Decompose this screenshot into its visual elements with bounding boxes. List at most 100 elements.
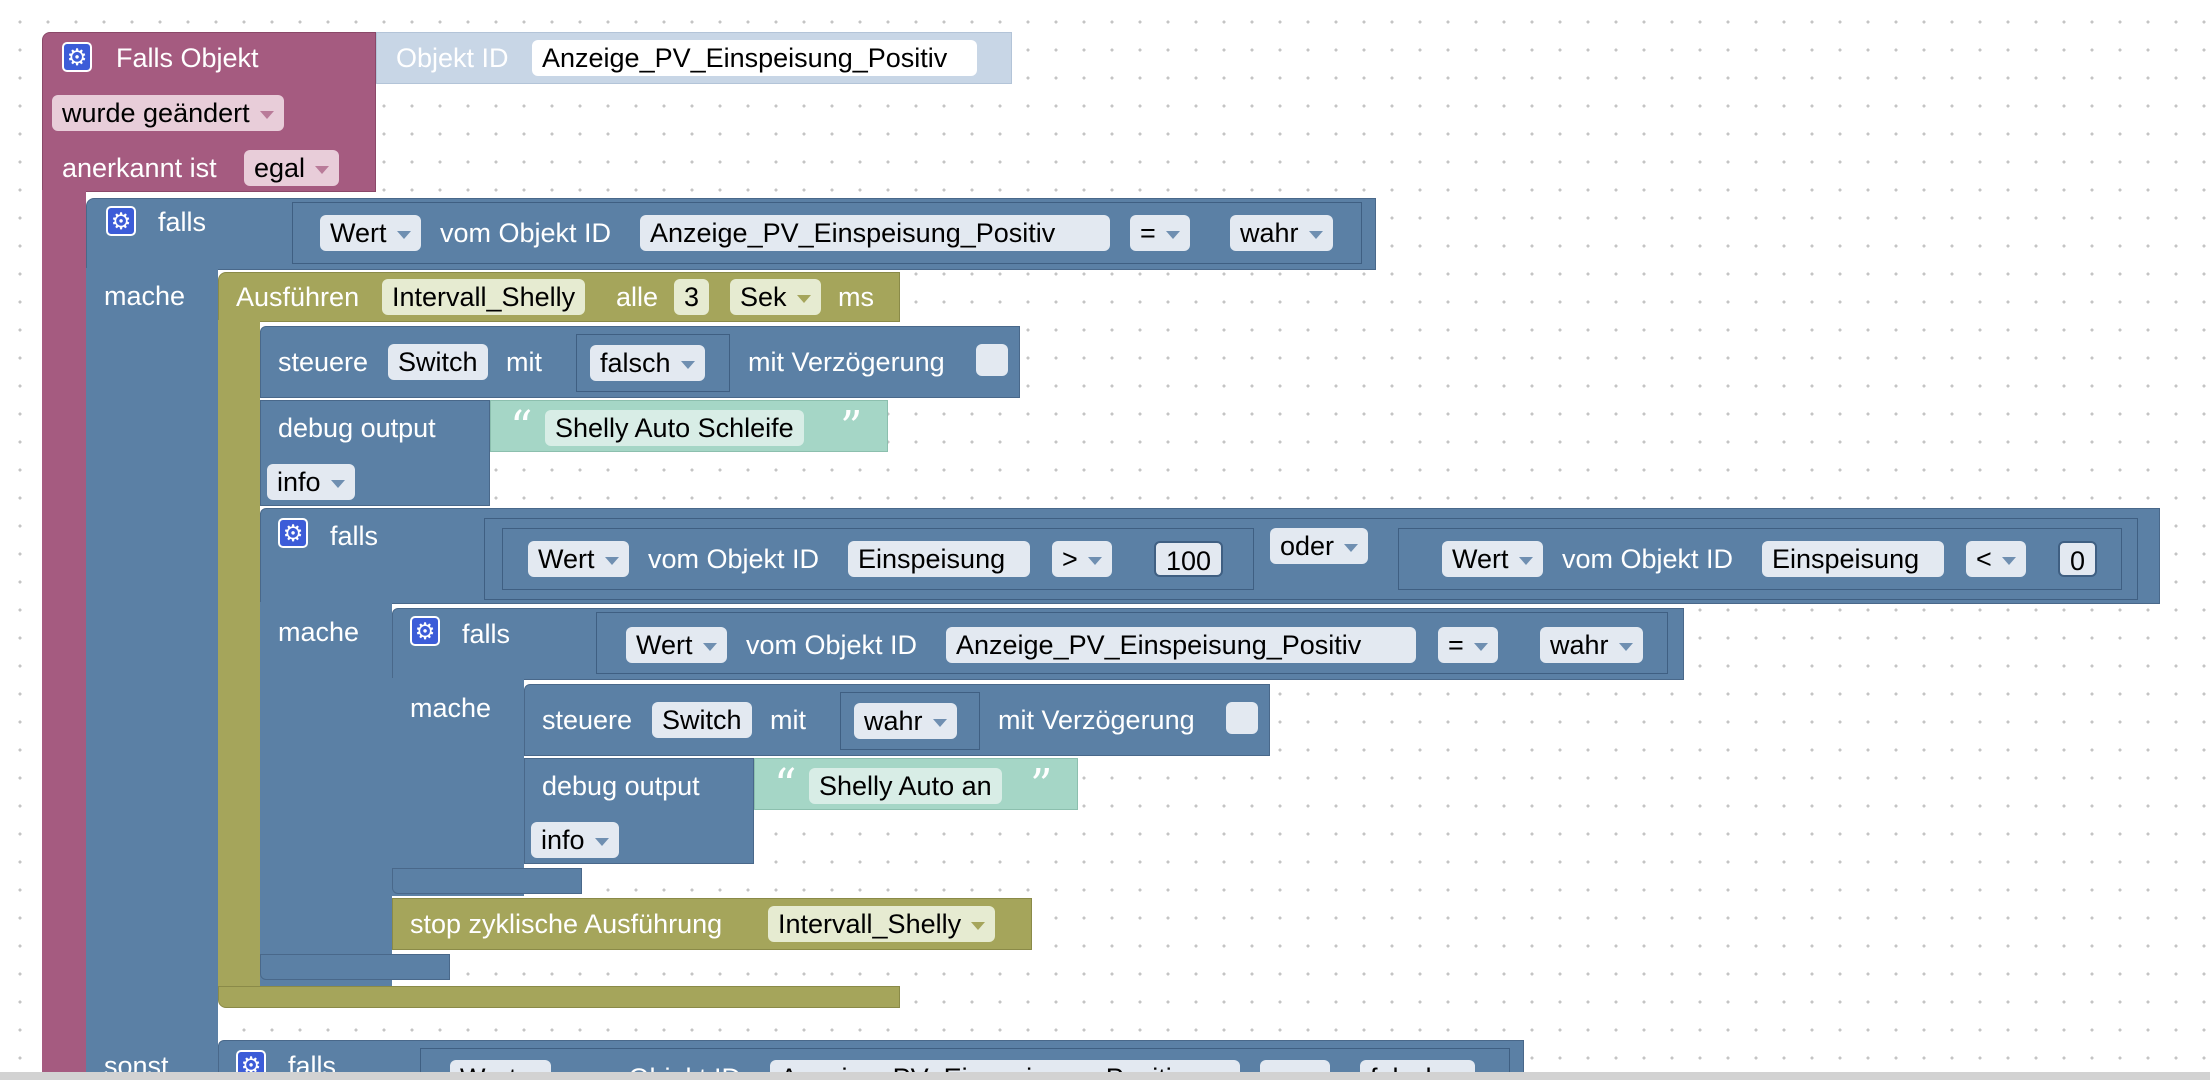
if-block-2-spine: [260, 602, 392, 986]
else-compare-dropdown[interactable]: falsch: [1360, 1060, 1475, 1072]
if3-vom-objekt: vom Objekt ID: [746, 630, 918, 660]
delay-checkbox[interactable]: [1226, 702, 1258, 734]
gear-icon[interactable]: ⚙: [106, 206, 136, 236]
if2-left-wert-dropdown[interactable]: Wert: [528, 541, 629, 577]
control1-target-field[interactable]: Switch: [388, 344, 488, 380]
else-wert-dropdown[interactable]: Wert: [450, 1060, 551, 1072]
interval-alle: alle: [616, 282, 659, 312]
if2-right-object-field[interactable]: Einspeisung: [1762, 541, 1944, 577]
chevron-down-icon: [680, 360, 695, 369]
if1-mache: mache: [104, 281, 186, 311]
object-id-field[interactable]: Anzeige_PV_Einspeisung_Positiv: [532, 40, 978, 76]
if2-left-operator-dropdown[interactable]: >: [1052, 541, 1112, 577]
close-quote-icon: ”: [1030, 760, 1053, 811]
open-quote-icon: “: [510, 402, 533, 453]
interval-unit-dropdown[interactable]: Sek: [730, 279, 821, 315]
if2-footer: [260, 954, 450, 980]
if2-logic-dropdown[interactable]: oder: [1270, 528, 1369, 564]
debug2-text-field[interactable]: Shelly Auto an: [809, 768, 1002, 804]
if2-right-vom-objekt: vom Objekt ID: [1562, 544, 1734, 574]
control2-steuere: steuere: [542, 705, 633, 735]
if3-object-field[interactable]: Anzeige_PV_Einspeisung_Positiv: [946, 627, 1416, 663]
if2-right-wert-dropdown[interactable]: Wert: [1442, 541, 1543, 577]
control2-target-field[interactable]: Switch: [652, 702, 752, 738]
if1-sonst: sonst: [104, 1051, 169, 1072]
interval-ms: ms: [838, 282, 874, 312]
else-vom-objekt: vom Objekt ID: [570, 1060, 741, 1072]
chevron-down-icon: [315, 165, 330, 174]
chevron-down-icon: [604, 556, 619, 565]
if1-object-field[interactable]: Anzeige_PV_Einspeisung_Positiv: [640, 215, 1110, 251]
debug1-text-field[interactable]: Shelly Auto Schleife: [545, 410, 804, 446]
if2-left-vom-objekt: vom Objekt ID: [648, 544, 820, 574]
chevron-down-icon: [1344, 543, 1359, 552]
debug1-level-dropdown[interactable]: info: [267, 464, 355, 500]
control1-value-dropdown[interactable]: falsch: [590, 345, 705, 381]
else-falls: falls: [288, 1051, 337, 1072]
delay-checkbox[interactable]: [976, 344, 1008, 376]
interval-value-field[interactable]: 3: [674, 279, 710, 315]
chevron-down-icon: [396, 230, 411, 239]
control1-delay-label: mit Verzögerung: [748, 347, 945, 377]
interval-name-field[interactable]: Intervall_Shelly: [382, 279, 586, 315]
else-object-field[interactable]: Anzeige_PV_Einspeisung_Positiv: [770, 1060, 1240, 1072]
if1-wert-dropdown[interactable]: Wert: [320, 215, 421, 251]
if-block-3-spine: [392, 678, 524, 896]
if2-left-object-field[interactable]: Einspeisung: [848, 541, 1030, 577]
if1-falls: falls: [158, 207, 207, 237]
if2-right-operator-dropdown[interactable]: <: [1966, 541, 2026, 577]
chevron-down-icon: [796, 294, 811, 303]
control2-value-dropdown[interactable]: wahr: [854, 703, 957, 739]
trigger-change-dropdown[interactable]: wurde geändert: [52, 95, 284, 131]
debug1-label: debug output: [278, 413, 436, 443]
chevron-down-icon: [1308, 230, 1323, 239]
chevron-down-icon: [1473, 642, 1488, 651]
debug2-label: debug output: [542, 771, 700, 801]
chevron-down-icon: [1518, 556, 1533, 565]
if2-right-number-field[interactable]: 0: [2058, 541, 2098, 577]
trigger-title: Falls Objekt: [116, 43, 259, 73]
control1-mit: mit: [506, 347, 542, 377]
if3-mache: mache: [410, 693, 492, 723]
interval-block-footer: [218, 986, 900, 1008]
chevron-down-icon: [932, 718, 947, 727]
stop-name-dropdown[interactable]: Intervall_Shelly: [768, 906, 996, 942]
if3-compare-dropdown[interactable]: wahr: [1540, 627, 1643, 663]
chevron-down-icon: [971, 921, 986, 930]
else-operator-dropdown[interactable]: [1260, 1060, 1330, 1072]
gear-icon[interactable]: ⚙: [278, 518, 308, 548]
gear-icon[interactable]: ⚙: [236, 1050, 266, 1072]
gear-icon[interactable]: ⚙: [62, 42, 92, 72]
trigger-ack-dropdown[interactable]: egal: [244, 150, 340, 186]
if2-left-number-field[interactable]: 100: [1154, 541, 1224, 577]
horizontal-scrollbar[interactable]: [0, 1072, 2210, 1080]
if1-compare-dropdown[interactable]: wahr: [1230, 215, 1333, 251]
control2-mit: mit: [770, 705, 806, 735]
open-quote-icon: “: [774, 760, 797, 811]
chevron-down-icon: [1087, 556, 1102, 565]
trigger-ack-label: anerkannt ist: [62, 153, 217, 183]
chevron-down-icon: [1165, 230, 1180, 239]
if3-footer: [392, 868, 582, 894]
if1-vom-objekt: vom Objekt ID: [440, 218, 612, 248]
if3-operator-dropdown[interactable]: =: [1438, 627, 1498, 663]
if3-falls: falls: [462, 619, 511, 649]
trigger-block-spine: [42, 190, 86, 1072]
debug2-level-dropdown[interactable]: info: [531, 822, 619, 858]
chevron-down-icon: [702, 642, 717, 651]
gear-icon[interactable]: ⚙: [410, 616, 440, 646]
if3-wert-dropdown[interactable]: Wert: [626, 627, 727, 663]
if1-operator-dropdown[interactable]: =: [1130, 215, 1190, 251]
interval-block-spine: [218, 320, 260, 988]
chevron-down-icon: [259, 110, 274, 119]
if2-falls: falls: [330, 521, 379, 551]
close-quote-icon: ”: [840, 402, 863, 453]
if2-mache: mache: [278, 617, 360, 647]
chevron-down-icon: [1618, 642, 1633, 651]
control2-delay-label: mit Verzögerung: [998, 705, 1195, 735]
interval-label: Ausführen: [236, 282, 360, 312]
chevron-down-icon: [2001, 556, 2016, 565]
chevron-down-icon: [594, 837, 609, 846]
chevron-down-icon: [330, 479, 345, 488]
